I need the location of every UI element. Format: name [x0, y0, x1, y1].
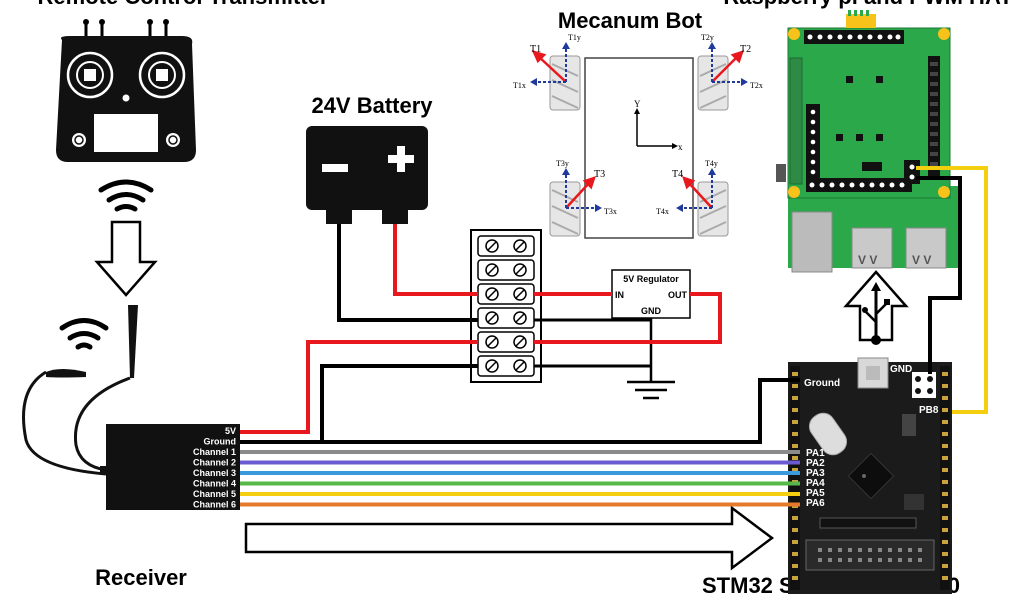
title-mecanum: Mecanum Bot [558, 8, 703, 33]
force-label-t3: T3 [594, 169, 605, 180]
regulator-title: 5V Regulator [623, 274, 679, 284]
stm32-label-pa3: PA3 [806, 468, 825, 479]
pwm-hat-board [776, 10, 951, 199]
battery-icon [306, 126, 428, 224]
title-transmitter: Remote Control Transmitter [38, 0, 329, 9]
stm32-label-pa2: PA2 [806, 458, 825, 469]
wires [240, 166, 988, 444]
pin-label-channel-1: Channel 1 [193, 447, 236, 457]
transmitter-icon [56, 19, 196, 162]
wireless-signal-icon [98, 179, 154, 212]
stm32-label-pa5: PA5 [806, 488, 825, 499]
pin-label-channel-6: Channel 6 [193, 500, 236, 510]
stm32-label-pa1: PA1 [806, 448, 825, 459]
force-label-t2: T2 [740, 44, 751, 55]
stm32-board: Ground GND PB8 PA1 PA2 PA3 PA4 PA5 PA6 [788, 357, 952, 594]
force-label-t3y: T3y [556, 159, 569, 168]
mecanum-bot-diagram: T1 T2 T3 T4 T1y T2y T1x T2x T3y T4y T3x … [513, 33, 763, 239]
stm32-label-pa4: PA4 [806, 478, 825, 489]
regulator-gnd-label: GND [641, 306, 662, 316]
force-label-t1y: T1y [568, 33, 581, 42]
svg-text:V V: V V [858, 253, 877, 267]
stm32-label-gnd: GND [890, 364, 912, 375]
regulator-out-label: OUT [668, 290, 688, 300]
voltage-regulator: 5V Regulator IN OUT GND [611, 269, 691, 319]
force-label-t1: T1 [530, 44, 541, 55]
usb-icon [843, 270, 909, 345]
title-battery: 24V Battery [311, 93, 433, 118]
stm32-label-pb8: PB8 [919, 405, 939, 416]
axis-label-y: Y [634, 99, 641, 109]
pin-label-ground: Ground [204, 437, 237, 447]
receiver-box [106, 424, 240, 510]
pin-label-channel-5: Channel 5 [193, 489, 236, 499]
ground-symbol-icon [627, 318, 675, 400]
pin-label-channel-2: Channel 2 [193, 458, 236, 468]
pin-label-5v: 5V [225, 426, 236, 436]
axis-label-x: x [678, 142, 683, 152]
title-raspberry: Raspberry pi and PWM HAT [723, 0, 1013, 9]
force-label-t2y: T2y [701, 33, 714, 42]
arrow-right-icon [244, 505, 775, 571]
antenna-icon [128, 305, 138, 378]
force-label-t4y: T4y [705, 159, 718, 168]
raspberry-pi-board: V V V V [788, 186, 958, 273]
pin-label-channel-4: Channel 4 [193, 479, 236, 489]
force-label-t2x: T2x [750, 81, 763, 90]
receiver-antenna-signal-icon [59, 318, 109, 350]
terminal-block [470, 229, 542, 383]
title-receiver: Receiver [95, 565, 187, 590]
arrow-down-icon [94, 220, 158, 297]
svg-text:V V: V V [912, 253, 931, 267]
receiver-pin-labels: 5V Ground Channel 1 Channel 2 Channel 3 … [193, 426, 236, 510]
stm32-label-pa6: PA6 [806, 498, 825, 509]
force-label-t3x: T3x [604, 207, 617, 216]
stm32-label-ground: Ground [804, 378, 840, 389]
force-label-t4x: T4x [656, 207, 669, 216]
channel-wires [240, 450, 800, 507]
force-label-t4: T4 [672, 169, 683, 180]
force-label-t1x: T1x [513, 81, 526, 90]
pin-label-channel-3: Channel 3 [193, 468, 236, 478]
regulator-in-label: IN [615, 290, 624, 300]
